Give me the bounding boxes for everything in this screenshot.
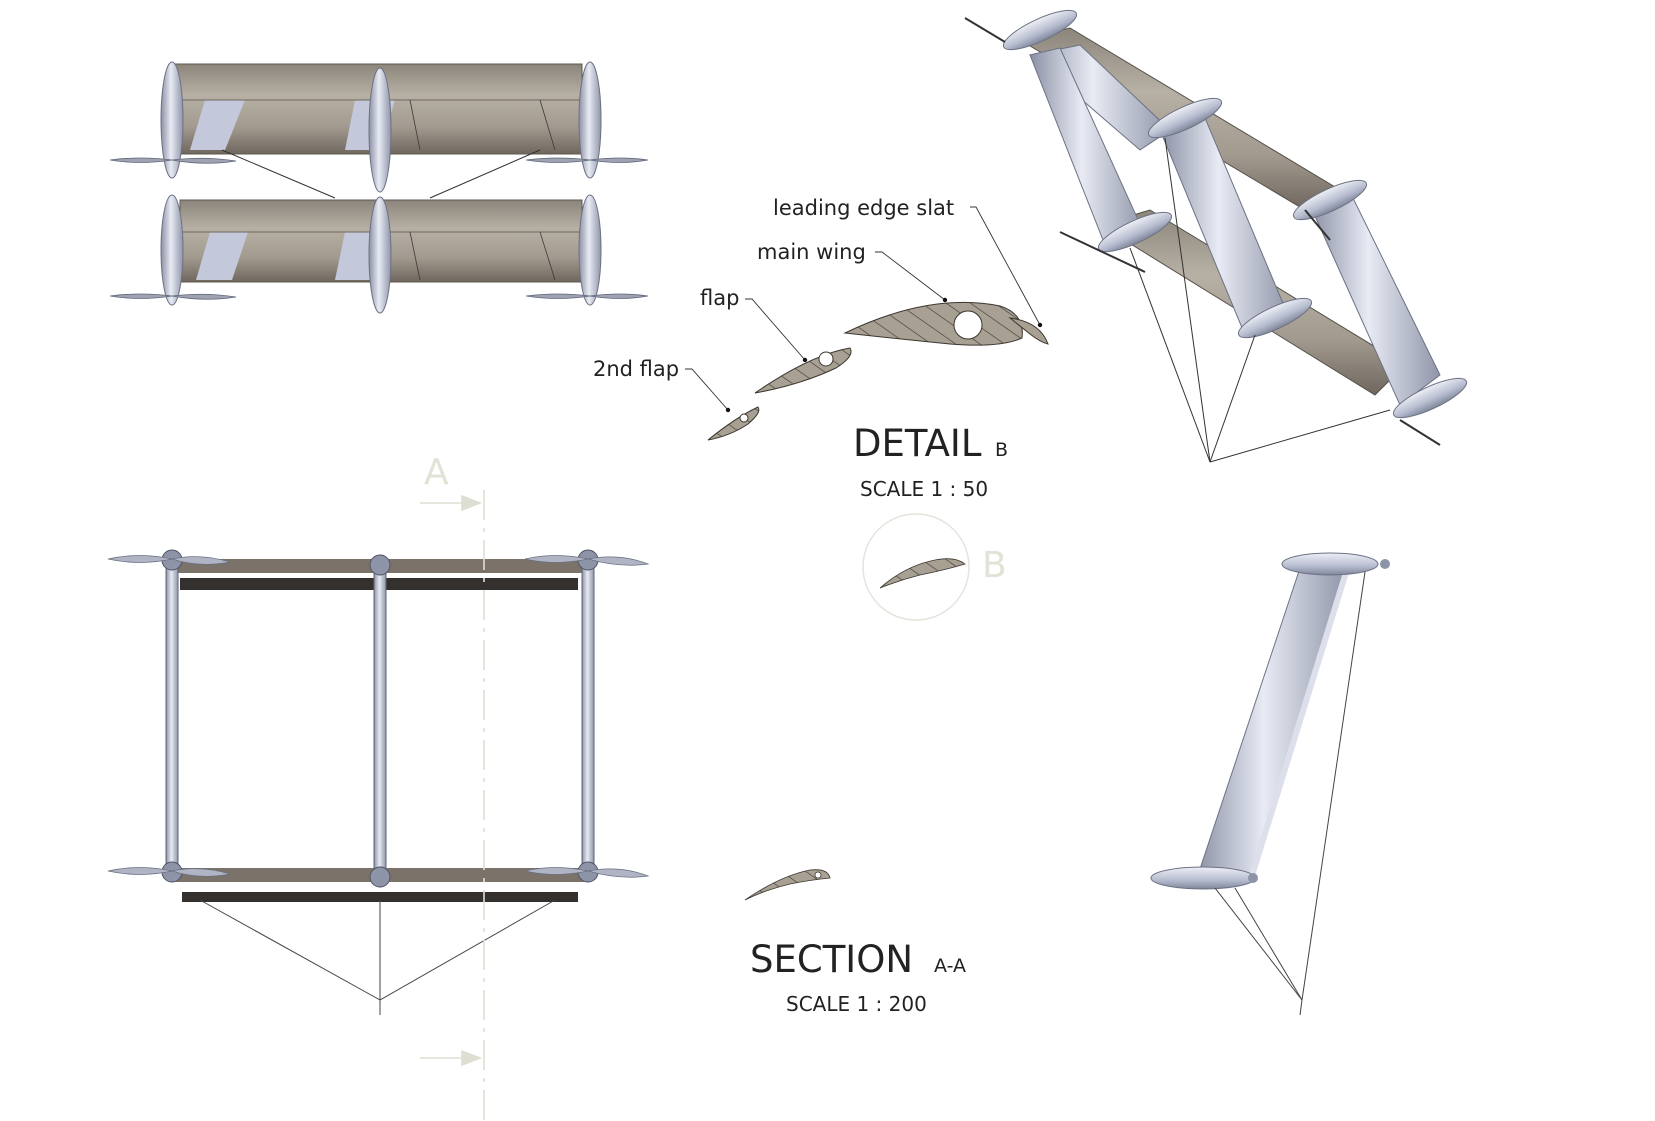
plan-view: A: [107, 452, 650, 1121]
second-flap-section: [707, 406, 760, 441]
callout-flap: flap: [700, 286, 739, 310]
plan-frame: [165, 564, 595, 876]
iso-struts: [1028, 44, 1441, 406]
detail-b: leading edge slat main wing flap 2nd fla…: [593, 196, 1049, 501]
callout-second-flap: 2nd flap: [593, 357, 679, 381]
section-cut-letter: A: [424, 452, 449, 493]
side-strut: [1194, 565, 1349, 885]
section-cut-line: [420, 490, 485, 1121]
iso-propellers: [964, 17, 1441, 446]
detail-letter: B: [995, 439, 1008, 461]
section-title: SECTION: [750, 938, 913, 981]
plan-propellers: [107, 555, 650, 878]
side-nacelles: [1150, 552, 1379, 890]
iso-tethers: [1129, 137, 1391, 463]
callout-leading-edge-slat: leading edge slat: [773, 196, 954, 220]
detail-reference: B: [862, 513, 1007, 621]
front-propellers: [109, 157, 649, 300]
airfoil-sections: [707, 301, 1049, 441]
detail-reference-letter: B: [982, 545, 1007, 586]
side-view: [1150, 552, 1390, 1016]
section-scale: SCALE 1 : 200: [786, 992, 927, 1016]
leader-dots: [725, 297, 1043, 413]
callout-main-wing: main wing: [757, 240, 866, 264]
iso-nacelles: [1002, 9, 1468, 419]
front-tethers: [221, 149, 541, 199]
side-tethers: [1214, 571, 1366, 1016]
leader-lines: [685, 206, 1041, 411]
front-nacelles: [160, 61, 602, 314]
flap-section: [754, 347, 852, 394]
slat-section: [1008, 317, 1049, 345]
main-wing-section: [843, 301, 1023, 346]
isometric-view: [964, 9, 1468, 463]
section-letter: A-A: [934, 955, 966, 977]
side-hubs: [1248, 559, 1390, 883]
section-a-a: SECTION A-A SCALE 1 : 200: [744, 869, 966, 1016]
plan-tethers: [199, 899, 556, 1015]
front-view: [109, 61, 649, 314]
detail-title: DETAIL: [853, 422, 982, 465]
detail-scale: SCALE 1 : 50: [860, 477, 988, 501]
